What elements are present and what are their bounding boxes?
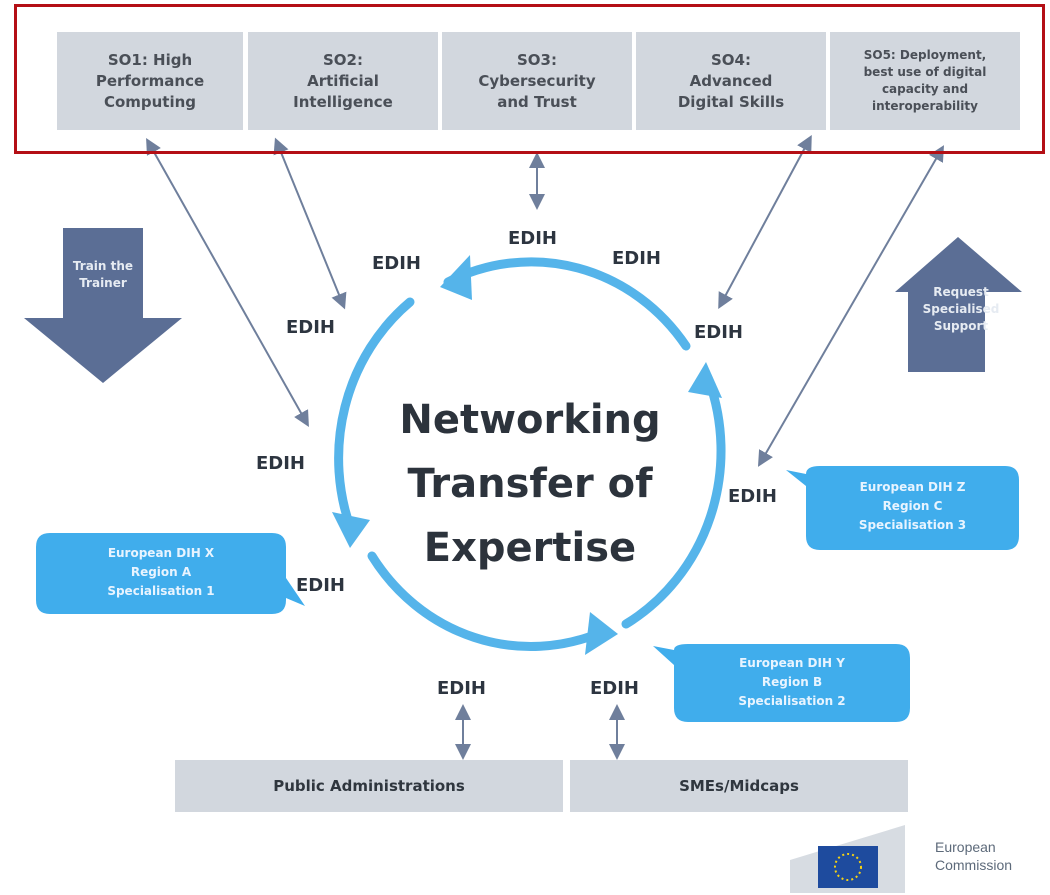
edih-right: EDIH bbox=[728, 486, 777, 507]
cycle-arc-top bbox=[443, 257, 691, 351]
cycle-arc-right bbox=[621, 373, 726, 629]
request-arrow-shape bbox=[895, 237, 1022, 372]
highlight-frame bbox=[14, 4, 1045, 154]
edih-top-right: EDIH bbox=[612, 248, 661, 269]
connector-so2 bbox=[273, 137, 347, 310]
edih-bottom-left: EDIH bbox=[437, 678, 486, 699]
so2-box: SO2: Artificial Intelligence bbox=[248, 32, 438, 130]
smes-label: SMEs/Midcaps bbox=[679, 777, 799, 795]
train-arrow-shape bbox=[24, 228, 182, 383]
edih-bottom-right: EDIH bbox=[590, 678, 639, 699]
so1-label: SO1: High Performance Computing bbox=[95, 50, 205, 111]
so4-label: SO4: Advanced Digital Skills bbox=[677, 50, 785, 111]
bubble-z-shape bbox=[786, 466, 1019, 550]
eu-logo bbox=[790, 825, 905, 893]
edih-top-left: EDIH bbox=[372, 253, 421, 274]
so5-box: SO5: Deployment, best use of digital cap… bbox=[830, 32, 1020, 130]
edih-right-upper: EDIH bbox=[694, 322, 743, 343]
so1-box: SO1: High Performance Computing bbox=[57, 32, 243, 130]
so5-label: SO5: Deployment, best use of digital cap… bbox=[863, 48, 987, 113]
train-label: Train the Trainer bbox=[72, 259, 134, 290]
so2-label: SO2: Artificial Intelligence bbox=[293, 50, 393, 111]
edih-lower-left: EDIH bbox=[296, 575, 345, 596]
edih-left: EDIH bbox=[256, 453, 305, 474]
cycle-arc-bottom bbox=[367, 551, 607, 651]
cycle-arrowhead-left bbox=[332, 512, 370, 548]
public-admin-label: Public Administrations bbox=[273, 777, 465, 795]
bubble-y-shape bbox=[653, 644, 910, 722]
cycle-arrowhead-bottom bbox=[585, 612, 618, 655]
bubble-z-text: European DIH Z Region C Specialisation 3 bbox=[858, 480, 967, 532]
ec-logo-text: European Commission bbox=[935, 839, 1013, 873]
connector-so5 bbox=[757, 145, 945, 467]
cycle-arrowhead-right bbox=[688, 362, 722, 398]
so3-label: SO3: Cybersecurity and Trust bbox=[478, 50, 596, 111]
smes-box: SMEs/Midcaps bbox=[570, 760, 908, 812]
so4-box: SO4: Advanced Digital Skills bbox=[636, 32, 826, 130]
bubble-y-text: European DIH Y Region B Specialisation 2 bbox=[738, 656, 846, 708]
request-label: Request Specialised Support bbox=[922, 285, 1000, 333]
cycle-arc-left bbox=[334, 297, 415, 537]
edih-left-upper: EDIH bbox=[286, 317, 335, 338]
bubble-x-text: European DIH X Region A Specialisation 1 bbox=[107, 546, 215, 598]
so3-box: SO3: Cybersecurity and Trust bbox=[442, 32, 632, 130]
center-text: Networking Transfer of Expertise bbox=[399, 397, 661, 571]
edih-top: EDIH bbox=[508, 228, 557, 249]
bubble-x-shape bbox=[36, 533, 305, 614]
cycle-arrowhead-top bbox=[440, 255, 472, 300]
public-admin-box: Public Administrations bbox=[175, 760, 563, 812]
connector-so1 bbox=[146, 138, 309, 427]
connector-so4 bbox=[718, 134, 812, 310]
